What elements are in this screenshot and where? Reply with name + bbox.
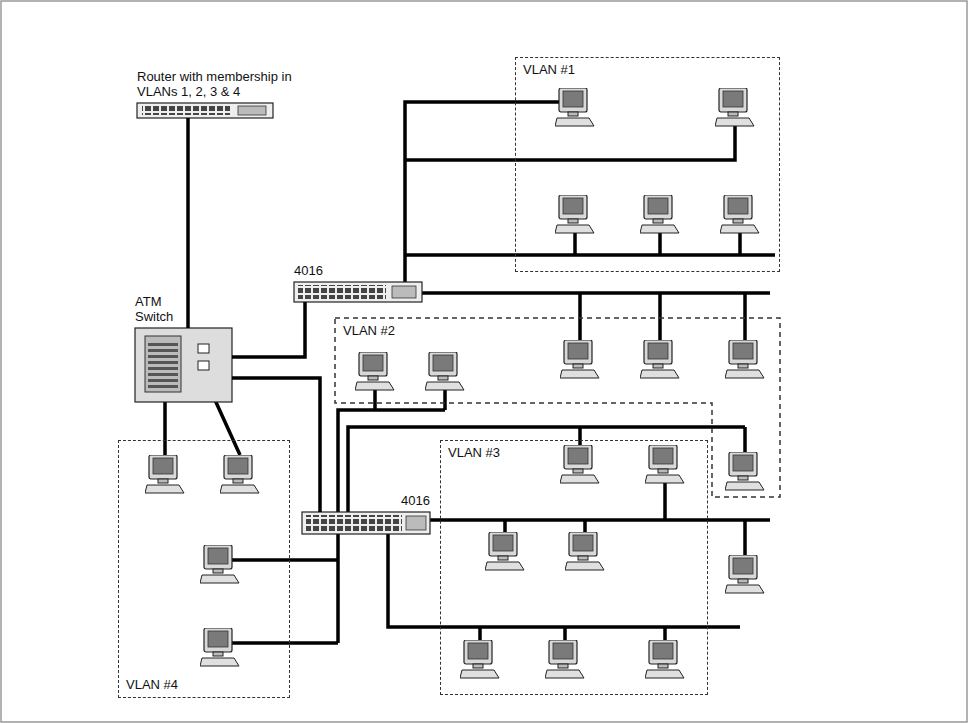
computer bbox=[725, 340, 764, 378]
computer bbox=[220, 455, 259, 493]
device-label: ATM Switch bbox=[135, 294, 173, 325]
network-link bbox=[232, 378, 320, 512]
computer bbox=[200, 628, 239, 666]
computer bbox=[560, 445, 599, 483]
computer bbox=[555, 88, 594, 126]
atm-switch-device bbox=[135, 328, 232, 402]
computer bbox=[715, 88, 754, 126]
computer bbox=[460, 640, 499, 678]
computer bbox=[725, 555, 764, 593]
region-outline bbox=[335, 318, 780, 497]
vlan-region: VLAN #4 bbox=[118, 440, 290, 698]
computers bbox=[145, 88, 764, 678]
network-link bbox=[186, 118, 190, 328]
computer bbox=[555, 195, 594, 233]
computer bbox=[545, 640, 584, 678]
computer bbox=[560, 340, 599, 378]
device-label: Router with membership in VLANs 1, 2, 3 … bbox=[137, 69, 292, 100]
vlan-label: VLAN #3 bbox=[448, 445, 500, 461]
ethernet-switch: 4016 bbox=[302, 512, 430, 534]
device-label: 4016 bbox=[401, 493, 430, 509]
computer bbox=[645, 445, 684, 483]
computer bbox=[200, 545, 239, 583]
atm-switch: ATM Switch bbox=[135, 328, 232, 402]
router-device bbox=[137, 103, 273, 118]
computer bbox=[485, 532, 524, 570]
lan-wires bbox=[165, 102, 775, 643]
vlan-region: VLAN #1 bbox=[515, 57, 780, 272]
vlan-label: VLAN #2 bbox=[343, 323, 395, 339]
vlan-region: VLAN #3 bbox=[440, 440, 708, 695]
region-outline bbox=[335, 318, 780, 497]
computer bbox=[565, 532, 604, 570]
ethernet-switch: 4016 bbox=[294, 282, 422, 302]
vlan-region: VLAN #2 bbox=[335, 318, 780, 497]
computer bbox=[640, 340, 679, 378]
computer bbox=[425, 352, 464, 390]
device-label: 4016 bbox=[294, 263, 323, 279]
computer bbox=[355, 352, 394, 390]
switch-device bbox=[294, 282, 422, 302]
computer bbox=[640, 195, 679, 233]
computer bbox=[725, 452, 764, 490]
vlan-label: VLAN #4 bbox=[126, 677, 178, 693]
computer bbox=[720, 195, 759, 233]
computer bbox=[645, 640, 684, 678]
switch-device bbox=[302, 512, 430, 534]
network-link bbox=[232, 302, 305, 357]
vlan-label: VLAN #1 bbox=[523, 62, 575, 78]
router: Router with membership in VLANs 1, 2, 3 … bbox=[137, 103, 273, 118]
computer bbox=[145, 455, 184, 493]
